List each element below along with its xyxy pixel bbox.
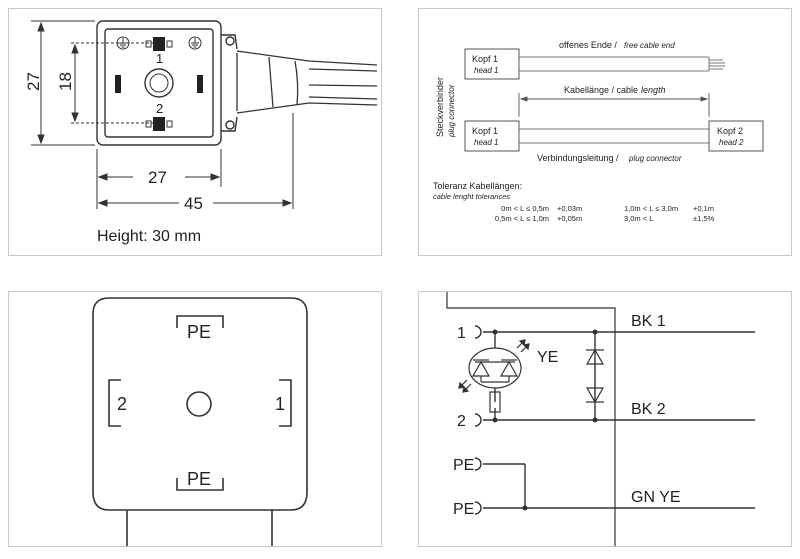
height-text: Height: 30 mm: [97, 228, 201, 245]
side-label-en: plug connector: [447, 84, 456, 138]
dimension-drawing-panel: 1 2 27 18 27: [8, 8, 382, 256]
diode-upper: [585, 348, 605, 365]
pe-bottom-bracket: [176, 478, 224, 491]
junction-dot: [492, 329, 498, 335]
connector-housing: [96, 20, 238, 146]
ground-symbol-right: [188, 36, 202, 50]
head1-top-en: head 1: [474, 66, 498, 75]
head2-de: Kopf 2: [717, 126, 743, 136]
led-label: YE: [537, 349, 558, 366]
contact-pin-right: [197, 75, 203, 93]
pin-left-label: 2: [117, 394, 127, 414]
terminal-symbols: [474, 325, 482, 515]
pin2-label: 2: [457, 413, 466, 430]
length-dimension: [518, 93, 710, 117]
pin-2-label: 2: [156, 101, 163, 116]
free-cable-lines: [519, 56, 725, 72]
connecting-cable-lines: [519, 128, 709, 144]
length-en: length: [641, 85, 666, 95]
wire-bk2-label: BK 2: [631, 401, 666, 418]
cable-length-panel: Steckverbinder plug connector Kopf 1 hea…: [418, 8, 792, 256]
dimension-27-horizontal-label: 27: [148, 168, 167, 187]
dimension-45-horizontal-label: 45: [184, 194, 203, 213]
dimension-drawing: 1 2 27 18 27: [24, 20, 378, 245]
head1-bottom-box: [464, 120, 520, 152]
head1-bottom-de: Kopf 1: [472, 126, 498, 136]
tolerance-table: 0m < L ≤ 0,5m +0,03m 0,5m < L ≤ 1,0m +0,…: [495, 204, 715, 223]
head1-bottom-en: head 1: [474, 138, 498, 147]
pin1-label: 1: [457, 325, 466, 342]
junction-dot: [522, 505, 528, 511]
pin-right-bracket: [279, 379, 292, 427]
pin-right-label: 1: [275, 394, 285, 414]
contact-pin-2: [153, 117, 165, 131]
length-de: Kabellänge / cable: [564, 85, 638, 95]
free-end-en: free cable end: [624, 41, 675, 50]
dimension-18-vertical: [71, 43, 79, 123]
head2-box: [708, 120, 764, 152]
center-hole: [186, 391, 212, 417]
connect-de: Verbindungsleitung /: [537, 153, 619, 163]
tolerance-range: 3,0m < L: [624, 214, 653, 223]
pe-top-bracket: [176, 315, 224, 328]
wire-lines: [483, 331, 755, 509]
pe2-label: PE: [453, 501, 474, 518]
pin-layout-diagram: PE PE 2 1: [92, 297, 308, 546]
tolerance-value: +0,05m: [557, 214, 582, 223]
wiring-schematic: 1 2 PE PE YE BK 1 BK 2 GN YE: [446, 292, 755, 546]
tolerance-title-de: Toleranz Kabellängen:: [433, 181, 522, 191]
tolerance-title-en: cable lenght tolerances: [433, 192, 510, 201]
cable-outline: [236, 50, 378, 114]
dimension-27-vertical-label: 27: [24, 72, 43, 91]
resistor-symbol: [489, 391, 501, 413]
junction-dot: [492, 417, 498, 423]
connector-boundary: [446, 292, 616, 546]
pin-left-bracket: [108, 379, 121, 427]
contact-pin-1: [153, 37, 165, 51]
pin-layout-panel: PE PE 2 1: [8, 291, 382, 547]
contact-pin-left: [115, 75, 121, 93]
pe-bottom-label: PE: [187, 469, 211, 489]
dimension-27-vertical: [31, 20, 95, 146]
pin-1-label: 1: [156, 51, 163, 66]
tolerance-range: 1,0m < L ≤ 3,0m: [624, 204, 678, 213]
dimension-27-horizontal: [96, 149, 222, 209]
tolerance-range: 0,5m < L ≤ 1,0m: [495, 214, 549, 223]
connector-face-outline: [92, 297, 308, 511]
junction-dot: [592, 329, 598, 335]
head1-top-box: [464, 48, 520, 80]
tolerance-value: +0,03m: [557, 204, 582, 213]
free-end-de: offenes Ende /: [559, 40, 617, 50]
center-contact: [144, 68, 174, 98]
tolerance-range: 0m < L ≤ 0,5m: [501, 204, 549, 213]
side-label-de: Steckverbinder: [435, 77, 445, 137]
tolerance-value: +0,1m: [693, 204, 714, 213]
wiring-schematic-panel: 1 2 PE PE YE BK 1 BK 2 GN YE: [418, 291, 792, 547]
dimension-45-horizontal: [97, 113, 294, 209]
connect-en: plug connector: [628, 154, 682, 163]
center-contact-inner: [149, 73, 169, 93]
junction-dot: [592, 417, 598, 423]
wire-gnye-label: GN YE: [631, 489, 681, 506]
head2-en: head 2: [719, 138, 744, 147]
diode-lower: [585, 387, 605, 404]
pe-top-label: PE: [187, 322, 211, 342]
pe1-label: PE: [453, 457, 474, 474]
head1-top-de: Kopf 1: [472, 54, 498, 64]
led-symbol: [458, 339, 530, 393]
tolerance-value: ±1,5%: [693, 214, 715, 223]
cable-length-diagram: Steckverbinder plug connector Kopf 1 hea…: [433, 40, 764, 223]
wire-bk1-label: BK 1: [631, 313, 666, 330]
dimension-18-vertical-label: 18: [56, 72, 75, 91]
